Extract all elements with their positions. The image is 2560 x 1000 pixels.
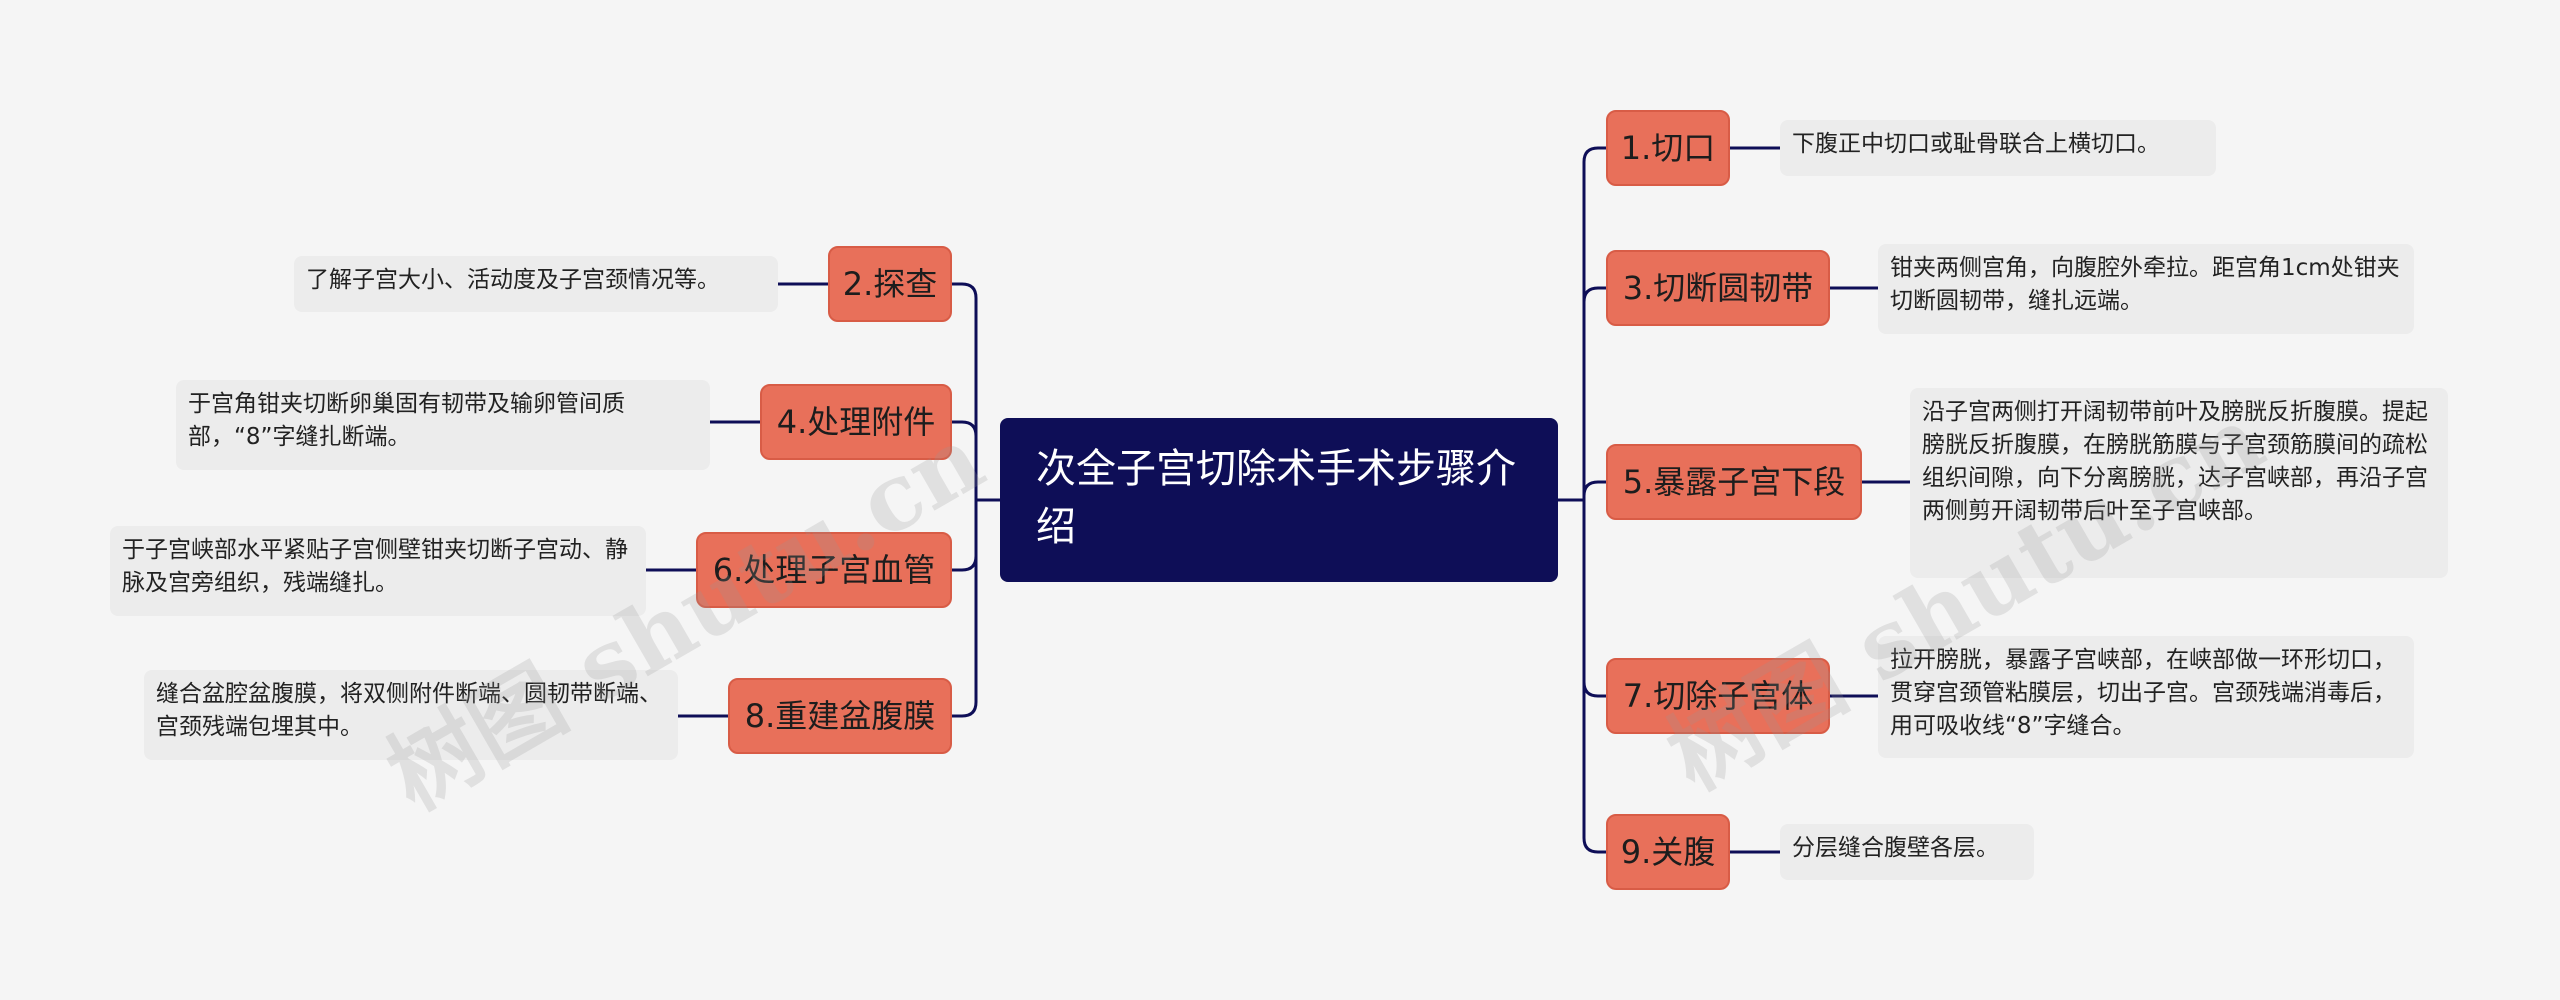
branch-label: 1.切口 — [1620, 129, 1716, 167]
branch-label: 6.处理子宫血管 — [712, 551, 936, 589]
branch-connector — [1582, 500, 1606, 854]
branch-adnexa[interactable]: 4.处理附件 — [760, 384, 952, 460]
branch-remove-uterus[interactable]: 7.切除子宫体 — [1606, 658, 1830, 734]
detail-text: 于子宫峡部水平紧贴子宫侧壁钳夹切断子宫动、静脉及宫旁组织，残端缝扎。 — [122, 537, 628, 596]
root-topic[interactable]: 次全子宫切除术手术步骤介绍 — [1000, 418, 1558, 582]
branch-pelvic-peritoneum[interactable]: 8.重建盆腹膜 — [728, 678, 952, 754]
branch-label: 4.处理附件 — [776, 403, 936, 441]
branch-round-ligament[interactable]: 3.切断圆韧带 — [1606, 250, 1830, 326]
detail-round-ligament[interactable]: 钳夹两侧宫角，向腹腔外牵拉。距宫角1cm处钳夹切断圆韧带，缝扎远端。 — [1878, 244, 2414, 334]
branch-incision[interactable]: 1.切口 — [1606, 110, 1730, 186]
branch-connector — [952, 500, 978, 572]
detail-lower-segment[interactable]: 沿子宫两侧打开阔韧带前叶及膀胱反折腹膜。提起膀胱反折腹膜，在膀胱筋膜与子宫颈筋膜… — [1910, 388, 2448, 578]
branch-connector — [952, 420, 978, 500]
detail-pelvic-peritoneum[interactable]: 缝合盆腔盆腹膜，将双侧附件断端、圆韧带断端、宫颈残端包埋其中。 — [144, 670, 678, 760]
branch-connector — [1582, 146, 1606, 500]
detail-text: 了解子宫大小、活动度及子宫颈情况等。 — [306, 267, 720, 293]
branch-exploration[interactable]: 2.探查 — [828, 246, 952, 322]
detail-close-abdomen[interactable]: 分层缝合腹壁各层。 — [1780, 824, 2034, 880]
branch-label: 7.切除子宫体 — [1622, 677, 1814, 715]
detail-text: 于宫角钳夹切断卵巢固有韧带及输卵管间质部，“8”字缝扎断端。 — [188, 391, 625, 450]
detail-text: 沿子宫两侧打开阔韧带前叶及膀胱反折腹膜。提起膀胱反折腹膜，在膀胱筋膜与子宫颈筋膜… — [1922, 399, 2428, 524]
detail-text: 下腹正中切口或耻骨联合上横切口。 — [1792, 131, 2160, 157]
detail-adnexa[interactable]: 于宫角钳夹切断卵巢固有韧带及输卵管间质部，“8”字缝扎断端。 — [176, 380, 710, 470]
branch-uterine-vessels[interactable]: 6.处理子宫血管 — [696, 532, 952, 608]
branch-connector — [1582, 500, 1606, 698]
branch-close-abdomen[interactable]: 9.关腹 — [1606, 814, 1730, 890]
detail-exploration[interactable]: 了解子宫大小、活动度及子宫颈情况等。 — [294, 256, 778, 312]
detail-text: 钳夹两侧宫角，向腹腔外牵拉。距宫角1cm处钳夹切断圆韧带，缝扎远端。 — [1890, 255, 2400, 314]
branch-lower-segment[interactable]: 5.暴露子宫下段 — [1606, 444, 1862, 520]
branch-label: 2.探查 — [842, 265, 938, 303]
detail-text: 拉开膀胱，暴露子宫峡部，在峡部做一环形切口，贯穿宫颈管粘膜层，切出子宫。宫颈残端… — [1890, 647, 2396, 739]
root-title: 次全子宫切除术手术步骤介绍 — [1036, 446, 1516, 550]
detail-remove-uterus[interactable]: 拉开膀胱，暴露子宫峡部，在峡部做一环形切口，贯穿宫颈管粘膜层，切出子宫。宫颈残端… — [1878, 636, 2414, 758]
branch-label: 8.重建盆腹膜 — [744, 697, 936, 735]
branch-connector — [1582, 480, 1606, 500]
branch-label: 9.关腹 — [1620, 833, 1716, 871]
branch-label: 5.暴露子宫下段 — [1622, 463, 1846, 501]
detail-uterine-vessels[interactable]: 于子宫峡部水平紧贴子宫侧壁钳夹切断子宫动、静脉及宫旁组织，残端缝扎。 — [110, 526, 646, 616]
detail-incision[interactable]: 下腹正中切口或耻骨联合上横切口。 — [1780, 120, 2216, 176]
branch-connector — [1582, 286, 1606, 500]
detail-text: 缝合盆腔盆腹膜，将双侧附件断端、圆韧带断端、宫颈残端包埋其中。 — [156, 681, 662, 740]
branch-connector — [952, 500, 978, 718]
detail-text: 分层缝合腹壁各层。 — [1792, 835, 1999, 861]
branch-connector — [952, 282, 978, 500]
branch-label: 3.切断圆韧带 — [1622, 269, 1814, 307]
